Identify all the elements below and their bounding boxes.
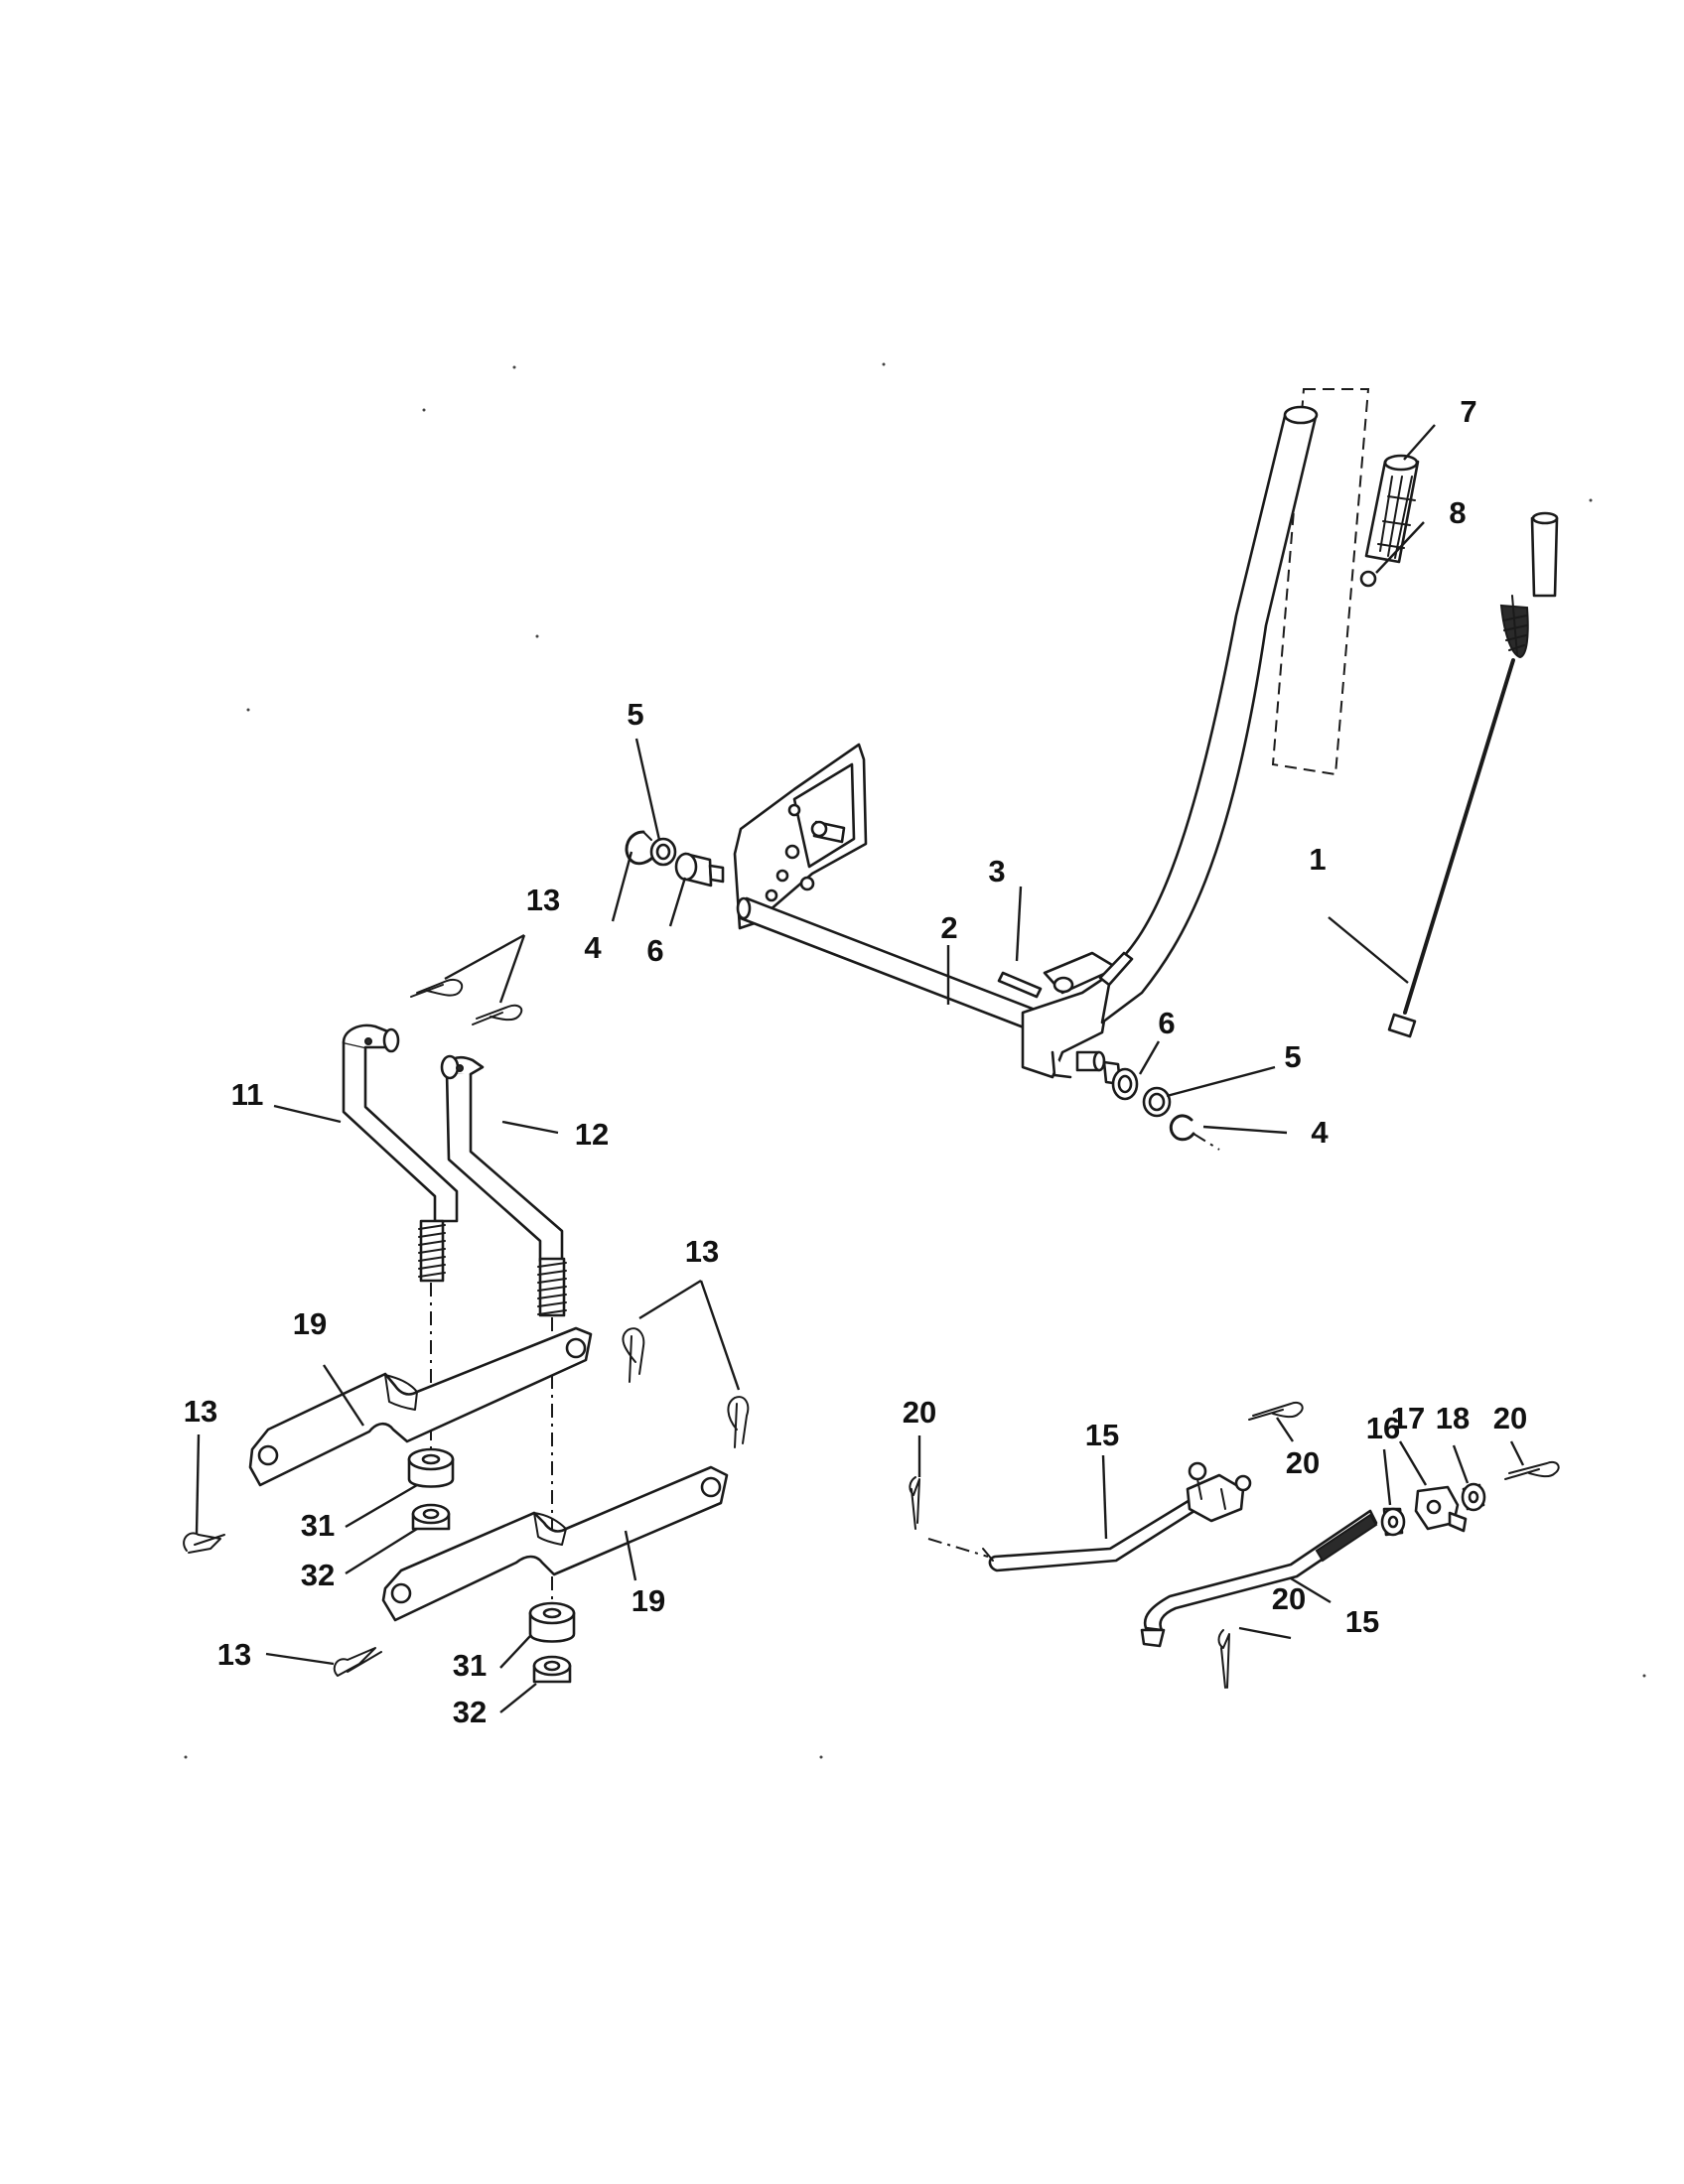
callout-20-upper: 20	[1286, 1445, 1320, 1480]
part-6-bushing-left	[674, 852, 725, 887]
part-8-ball	[1359, 570, 1377, 588]
callout-20-left: 20	[903, 1395, 936, 1430]
centerline-rod-15	[927, 1538, 989, 1558]
scan-specks	[184, 362, 1646, 1759]
callout-18: 18	[1436, 1401, 1470, 1435]
part-3-key	[997, 971, 1043, 999]
callout-31-lower: 31	[453, 1648, 487, 1683]
callout-15-upper: 15	[1085, 1418, 1119, 1452]
part-32-nut-lower	[532, 1655, 572, 1684]
callout-13-top: 13	[526, 883, 560, 917]
callout-19-lower: 19	[632, 1583, 665, 1618]
part-5-washer-left	[649, 837, 677, 867]
callout-6-right: 6	[1158, 1006, 1175, 1040]
phantom-outline	[1271, 388, 1370, 776]
callout-19-upper: 19	[293, 1306, 327, 1341]
part-13-hairpin-mid-b	[727, 1396, 750, 1448]
part-6-bushing-right	[1102, 1060, 1139, 1101]
part-12-lift-link	[440, 1054, 567, 1317]
part-20-cotter-right	[1504, 1461, 1560, 1480]
callout-12: 12	[575, 1117, 609, 1152]
callout-32-lower: 32	[453, 1695, 487, 1729]
callout-32-upper: 32	[301, 1558, 335, 1592]
part-19-lift-arm-upper	[248, 1326, 593, 1487]
part-20-cotter-upper	[1248, 1402, 1304, 1421]
callout-1: 1	[1309, 842, 1326, 877]
callout-5-right: 5	[1284, 1039, 1301, 1074]
part-15-ferrule-assembly	[1186, 1461, 1252, 1523]
part-4-retaining-ring-right	[1169, 1114, 1195, 1142]
part-31-spacer-upper	[407, 1447, 455, 1488]
callout-13-bottom: 13	[217, 1637, 251, 1672]
callout-5-left: 5	[627, 697, 643, 732]
part-5-washer-right	[1142, 1086, 1172, 1118]
part-20-cotter-bottom	[1217, 1629, 1230, 1689]
callout-4-left: 4	[584, 930, 602, 965]
part-13-hairpin-left	[183, 1532, 225, 1554]
part-16-nut	[1380, 1507, 1406, 1537]
callout-3: 3	[988, 854, 1005, 888]
part-13-hairpin-upper-b	[472, 1004, 523, 1025]
callout-7: 7	[1460, 394, 1476, 429]
part-32-nut-upper	[411, 1503, 451, 1531]
callout-labels: 1 2 3 4 4 5 5 6 6 7 8 11 12 13 13 13 13 …	[184, 394, 1527, 1729]
callout-11: 11	[231, 1077, 264, 1112]
axis-line-right	[1193, 1133, 1220, 1151]
callout-6-left: 6	[646, 933, 663, 968]
part-15-rod-lower	[1140, 1509, 1378, 1648]
callout-2: 2	[940, 910, 957, 945]
callout-17: 17	[1391, 1401, 1425, 1435]
part-15-rod-upper	[982, 1497, 1199, 1572]
part-20-cotter-left	[909, 1476, 920, 1530]
callout-13-mid: 13	[685, 1234, 719, 1269]
callout-20-bottom: 20	[1272, 1581, 1306, 1616]
part-18-nut	[1461, 1482, 1486, 1512]
callout-4-right: 4	[1311, 1115, 1329, 1150]
part-19-lift-arm-lower	[381, 1465, 729, 1622]
callout-31-upper: 31	[301, 1508, 335, 1543]
callout-13-left: 13	[184, 1394, 217, 1429]
leader-lines	[195, 424, 1525, 1713]
part-13-hairpin-mid-a	[622, 1327, 645, 1383]
part-17-trunnion	[1414, 1485, 1468, 1533]
part-2-lift-shaft	[733, 405, 1319, 1079]
part-7-grip	[1364, 454, 1420, 564]
part-13-hairpin-bottom	[333, 1647, 382, 1677]
callout-20-right: 20	[1493, 1401, 1527, 1435]
callout-15-lower: 15	[1345, 1604, 1379, 1639]
callout-8: 8	[1449, 495, 1466, 530]
part-13-hairpin-upper-a	[410, 979, 464, 998]
part-31-spacer-lower	[528, 1601, 576, 1643]
part-11-lift-link	[342, 1024, 459, 1283]
part-1-cable-rod	[1387, 511, 1559, 1038]
callout-16: 16	[1366, 1411, 1400, 1445]
